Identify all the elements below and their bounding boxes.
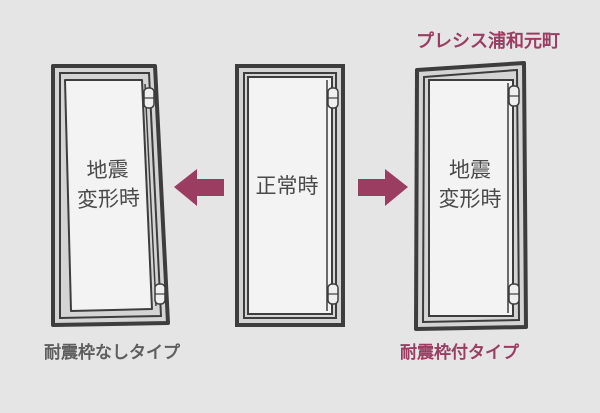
arrow-left-icon — [174, 169, 224, 206]
left-door-label-line1: 地震 — [86, 157, 129, 183]
right-door-label-line1: 地震 — [449, 158, 491, 182]
brand-logo-text: プレシス浦和元町 — [416, 31, 560, 52]
left-door-label-line2: 変形時 — [76, 185, 141, 213]
arrow-right-icon — [358, 169, 408, 206]
door-normal — [235, 64, 345, 327]
hinge-icon — [154, 283, 166, 305]
caption-without-seismic-frame: 耐震枠なしタイプ — [44, 343, 180, 363]
door-without-seismic-frame — [51, 64, 170, 327]
right-door-label: 地震 変形時 — [420, 156, 520, 214]
hinge-icon — [327, 283, 339, 305]
hinge-icon — [508, 85, 520, 107]
hinge-icon — [143, 87, 155, 109]
caption-with-seismic-frame: 耐震枠付タイプ — [400, 343, 519, 363]
hinge-icon — [508, 283, 520, 305]
hinge-icon — [327, 87, 339, 109]
left-door-label: 地震 変形時 — [57, 154, 159, 215]
door-with-seismic-frame — [414, 61, 528, 331]
center-door-label: 正常時 — [255, 174, 319, 198]
right-door-label-line2: 変形時 — [438, 187, 502, 211]
